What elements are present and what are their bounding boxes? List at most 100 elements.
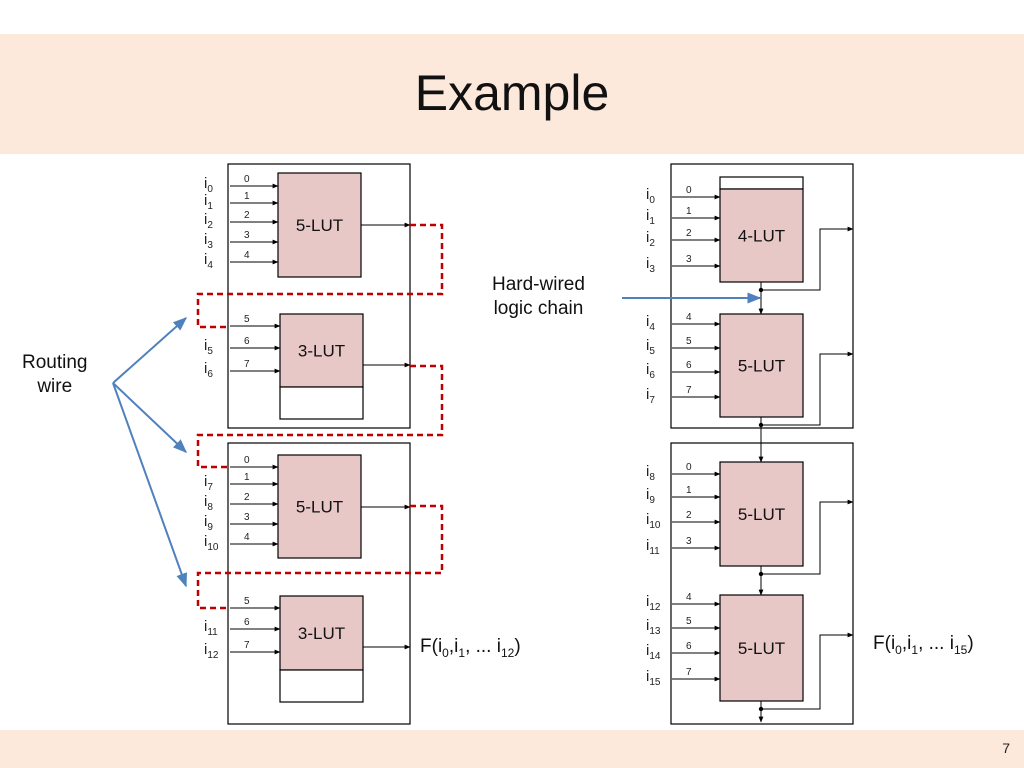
input-subscript: 12 <box>207 650 219 661</box>
right-lut-3-pin-2-pin: 2 <box>686 510 692 521</box>
input-subscript: 6 <box>649 370 655 381</box>
left-lut-4 <box>279 595 364 671</box>
input-base: i <box>204 360 208 377</box>
input-base: i <box>204 231 208 248</box>
right-clb-bottom <box>670 442 854 725</box>
input-base: i <box>204 533 208 550</box>
left-lut-1-pin-4-input: i4 <box>204 251 213 271</box>
input-base: i <box>646 386 650 403</box>
left-lut-3-label: 5-LUT <box>296 498 343 517</box>
right-lut-3-pin-0-pin: 0 <box>686 462 692 473</box>
right-lut-3-pin-2-input: i10 <box>646 511 660 531</box>
input-subscript: 10 <box>207 542 219 553</box>
input-base: i <box>646 463 650 480</box>
left-lut-4-pin-0-pin: 5 <box>244 596 250 607</box>
right-lut-2-pin-1-input: i5 <box>646 337 655 357</box>
right-lut-4-pin-0-pin: 4 <box>686 592 692 603</box>
page-number: 7 <box>1002 740 1010 756</box>
input-base: i <box>646 361 650 378</box>
slide-title: Example <box>414 65 610 121</box>
right-lut-2-pin-0-input: i4 <box>646 313 655 333</box>
left-lut-3-pin-1-input: i7 <box>204 473 213 493</box>
input-subscript: 15 <box>649 677 661 688</box>
left-lut-1-pin-3-input: i3 <box>204 231 213 251</box>
right-lut-4-pin-1-pin: 5 <box>686 616 692 627</box>
right-lut-4-pin-1-input: i13 <box>646 617 660 637</box>
left-lut-3-pin-2-input: i8 <box>204 493 213 513</box>
right-lut-4-pin-2-input: i14 <box>646 642 660 662</box>
input-subscript: 3 <box>649 264 655 275</box>
input-base: i <box>204 337 208 354</box>
left-lut-3-pin-3-pin: 3 <box>244 512 250 523</box>
input-subscript: 0 <box>649 195 655 206</box>
routing-wire-3 <box>196 504 444 610</box>
input-base: i <box>204 251 208 268</box>
left-lut-1-pin-3-pin: 3 <box>244 230 250 241</box>
right-lut-1-pin-3-input: i3 <box>646 255 655 275</box>
right-lut-4-pin-2-pin: 6 <box>686 641 692 652</box>
left-lut-2-pin-0-pin: 5 <box>244 314 250 325</box>
input-subscript: 12 <box>649 602 661 613</box>
left-lut-3-pin-1-pin: 1 <box>244 472 250 483</box>
left-lut-3-pin-4-input: i10 <box>204 533 218 553</box>
hard-wired-callout-line: Hard-wired <box>492 274 585 295</box>
right-function-output-part: i <box>949 633 954 654</box>
right-lut-3-pin-3-input: i11 <box>646 537 660 557</box>
input-base: i <box>204 493 208 510</box>
left-lut-2-pin-2-pin: 7 <box>244 359 250 370</box>
right-lut-1-output <box>761 226 854 291</box>
right-function-output: F(i0,i1, ... i15) <box>873 633 974 657</box>
input-base: i <box>646 186 650 203</box>
right-lut-4-output <box>761 632 854 710</box>
right-lut-4-label: 5-LUT <box>738 639 785 658</box>
left-lut-1-pin-0-input: i0 <box>204 175 213 195</box>
left-function-output-part: i <box>454 636 459 657</box>
input-base: i <box>204 211 208 228</box>
left-clb-top <box>227 163 411 429</box>
callout-arrow-1 <box>112 317 188 384</box>
input-base: i <box>646 511 650 528</box>
right-lut-2-pin-3-pin: 7 <box>686 385 692 396</box>
input-base: i <box>646 313 650 330</box>
left-lut-3-pin-3-input: i9 <box>204 513 213 533</box>
right-function-output-part: F( <box>873 633 891 654</box>
right-lut-1-pin-2-input: i2 <box>646 229 655 249</box>
routing-wire-2 <box>196 364 444 469</box>
right-function-output-part: i <box>907 633 912 654</box>
left-function-output-part: 1 <box>458 645 466 660</box>
input-base: i <box>204 513 208 530</box>
input-subscript: 1 <box>649 216 655 227</box>
right-lut-3-pin-1-pin: 1 <box>686 485 692 496</box>
input-subscript: 7 <box>207 482 213 493</box>
input-base: i <box>646 486 650 503</box>
input-subscript: 11 <box>649 546 660 557</box>
input-subscript: 4 <box>207 260 213 271</box>
left-lut-2 <box>279 313 364 388</box>
right-lut-2-output <box>761 351 854 426</box>
right-lut-1-label: 4-LUT <box>738 227 785 246</box>
input-subscript: 9 <box>649 495 655 506</box>
right-lut-2-pin-2-pin: 6 <box>686 360 692 371</box>
input-subscript: 10 <box>649 520 661 531</box>
input-base: i <box>646 537 650 554</box>
left-lut-4-pin-1-pin: 6 <box>244 617 250 628</box>
right-lut-4-pin-3-input: i15 <box>646 668 660 688</box>
left-lut-4-pin-2-pin: 7 <box>244 640 250 651</box>
right-lut-4-pin-0-input: i12 <box>646 593 660 613</box>
left-lut-3-pin-4-pin: 4 <box>244 532 250 543</box>
left-lut-1-pin-4-pin: 4 <box>244 250 250 261</box>
left-function-output-part: F( <box>420 636 438 657</box>
input-base: i <box>204 641 208 658</box>
left-lut-3-pin-2-pin: 2 <box>244 492 250 503</box>
title-band <box>0 34 1024 154</box>
routing-wire-callout-line: Routing <box>22 352 88 373</box>
input-base: i <box>204 473 208 490</box>
right-lut-2-label: 5-LUT <box>738 357 785 376</box>
input-subscript: 2 <box>649 238 655 249</box>
callout-arrow-2 <box>112 382 188 453</box>
right-lut-3-pin-1-input: i9 <box>646 486 655 506</box>
left-lut-1-pin-2-input: i2 <box>204 211 213 231</box>
left-lut-2-pin-1-input: i5 <box>204 337 213 357</box>
right-lut-3 <box>719 461 804 567</box>
